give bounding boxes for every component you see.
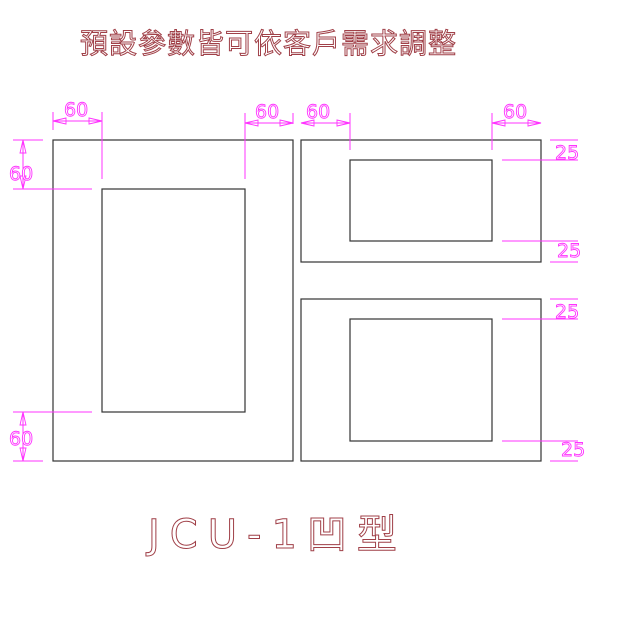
dim-right-top-upper: 25 [555, 142, 579, 164]
right-top-panel-outer [300, 139, 542, 263]
dim-right-bottom-lower: 25 [561, 439, 585, 461]
dim-right-top-left: 60 [306, 101, 330, 123]
left-panel-outer [52, 139, 294, 462]
right-bottom-panel-outer [300, 298, 542, 462]
dim-left-top-left: 60 [64, 99, 88, 121]
left-panel-inner [101, 188, 246, 413]
dim-right-top-lower: 25 [557, 240, 581, 262]
dim-left-side-top: 60 [9, 163, 33, 185]
right-bottom-panel-inner [349, 318, 493, 442]
model-label: JCU-1凹型 [148, 512, 407, 559]
dim-left-top-right: 60 [255, 101, 279, 123]
page-title: 預設參數皆可依客戶需求調整 [80, 27, 458, 61]
dim-right-top-right: 60 [503, 101, 527, 123]
dim-right-bottom-upper: 25 [555, 301, 579, 323]
right-top-panel-inner [349, 159, 493, 242]
dim-left-side-bottom: 60 [9, 428, 33, 450]
